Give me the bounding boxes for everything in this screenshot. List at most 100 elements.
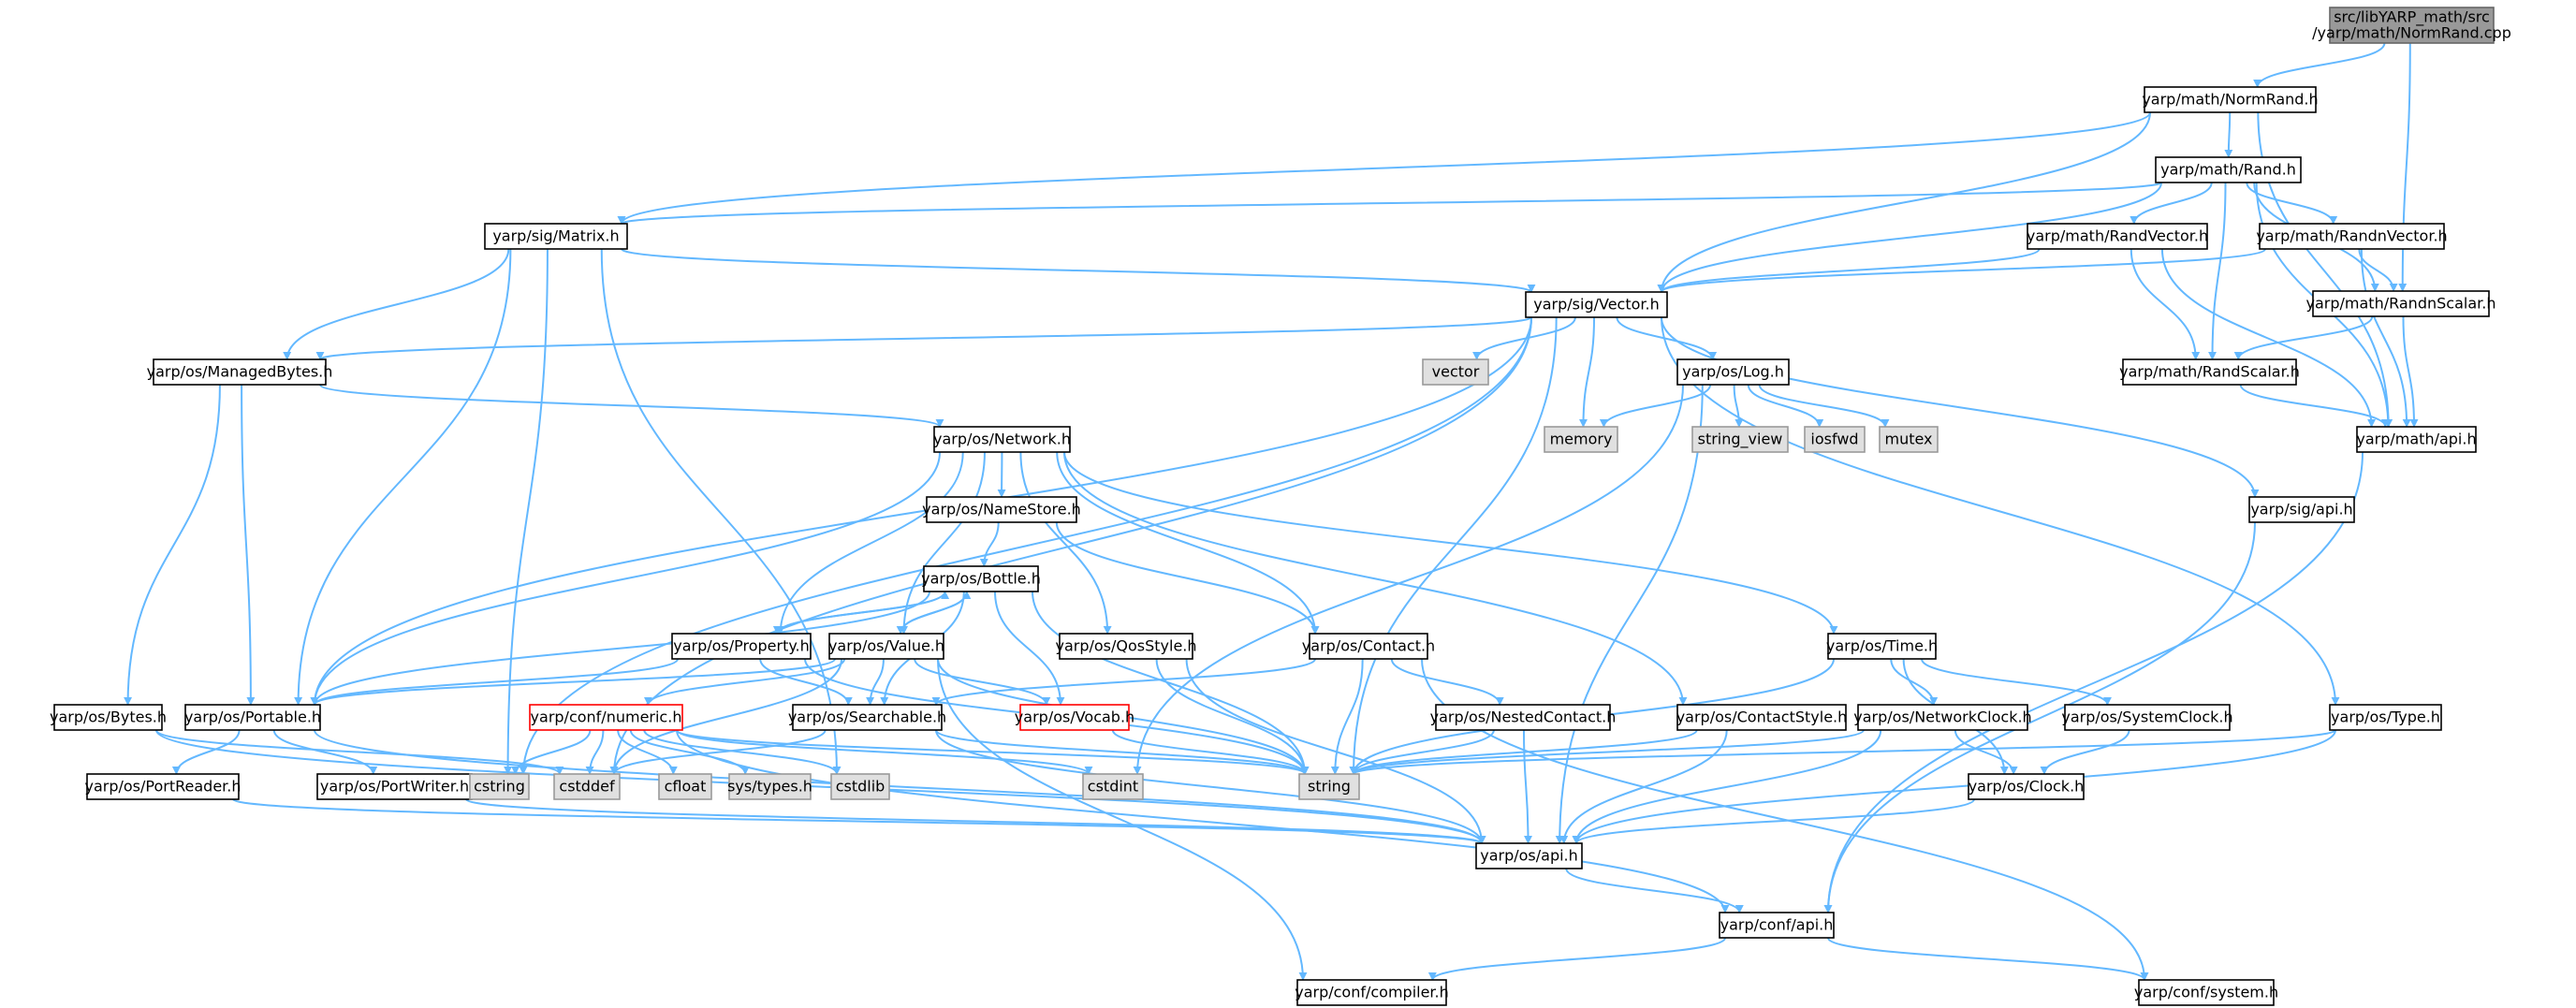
- edge-rand_h-to-randnvector_h: [2246, 182, 2338, 225]
- node-memory: memory: [1544, 426, 1618, 453]
- edge-vector_h-to-string: [1349, 316, 1558, 775]
- edge-property_h-to-bottle_h: [776, 591, 950, 635]
- node-sig_api_h[interactable]: yarp/sig/api.h: [2248, 496, 2355, 523]
- edge-networkclock_h-to-os_api_h: [1572, 729, 1882, 844]
- node-vector_h[interactable]: yarp/sig/Vector.h: [1525, 291, 1668, 318]
- edge-vector_h-to-sig_api_h: [1661, 316, 2260, 498]
- node-matrix_h[interactable]: yarp/sig/Matrix.h: [484, 223, 628, 250]
- edge-vector_h-to-portable_h: [310, 316, 1532, 706]
- node-label: yarp/sig/api.h: [2250, 501, 2352, 519]
- node-contact_h[interactable]: yarp/os/Contact.h: [1302, 633, 1435, 660]
- edge-matrix_h-to-cstring: [504, 248, 549, 775]
- node-value_h[interactable]: yarp/os/Value.h: [828, 633, 944, 660]
- edge-vocab_h-to-string: [1111, 729, 1310, 775]
- node-label: src/libYARP_math/src/yarp/math/NormRand.…: [2312, 8, 2511, 42]
- node-label: yarp/conf/compiler.h: [1295, 984, 1449, 1001]
- node-contactstyle_h[interactable]: yarp/os/ContactStyle.h: [1676, 704, 1848, 731]
- edge-networkclock_h-to-clock_h: [1954, 729, 2018, 775]
- node-label: yarp/os/NestedContact.h: [1430, 709, 1617, 726]
- node-math_api_h[interactable]: yarp/math/api.h: [2356, 426, 2477, 453]
- node-box: [1296, 979, 1447, 1006]
- edge-nestedcontact_h-to-string: [1349, 729, 1495, 775]
- edge-value_h-to-searchable_h: [866, 658, 885, 706]
- node-qosstyle_h[interactable]: yarp/os/QosStyle.h: [1055, 633, 1197, 660]
- node-property_h[interactable]: yarp/os/Property.h: [671, 633, 812, 660]
- node-label: yarp/os/SystemClock.h: [2061, 709, 2232, 726]
- node-mutex: mutex: [1879, 426, 1939, 453]
- edge-randvector_h-to-vector_h: [1657, 248, 2041, 293]
- edge-portable_h-to-os_api_h: [314, 729, 1486, 844]
- node-managedbytes_h[interactable]: yarp/os/ManagedBytes.h: [147, 358, 333, 386]
- node-box: [830, 773, 890, 800]
- node-conf_api_h[interactable]: yarp/conf/api.h: [1719, 912, 1835, 939]
- edge-managedbytes_h-to-portable_h: [241, 384, 256, 706]
- node-box: [1968, 773, 2085, 800]
- node-network_h[interactable]: yarp/os/Network.h: [933, 426, 1071, 453]
- node-box: [1804, 426, 1866, 453]
- node-label: yarp/os/api.h: [1480, 847, 1578, 865]
- node-time_h[interactable]: yarp/os/Time.h: [1826, 633, 1938, 660]
- node-portreader_h[interactable]: yarp/os/PortReader.h: [84, 773, 242, 800]
- node-randscalar_h[interactable]: yarp/math/RandScalar.h: [2119, 358, 2300, 386]
- node-box: [2312, 290, 2490, 317]
- node-nestedcontact_h[interactable]: yarp/os/NestedContact.h: [1430, 704, 1617, 731]
- edge-matrix_h-to-cstdlib: [600, 248, 842, 775]
- edge-portable_h-to-portreader_h: [171, 729, 241, 775]
- edge-os_api_h-to-conf_api_h: [1565, 868, 1744, 913]
- node-label: cstddef: [559, 778, 615, 796]
- node-networkclock_h[interactable]: yarp/os/NetworkClock.h: [1853, 704, 2032, 731]
- node-randnscalar_h[interactable]: yarp/math/RandnScalar.h: [2306, 290, 2496, 317]
- edge-root-to-normrand_h: [2253, 42, 2386, 88]
- node-root[interactable]: src/libYARP_math/src/yarp/math/NormRand.…: [2312, 7, 2511, 44]
- node-box: [1059, 633, 1193, 660]
- node-bottle_h[interactable]: yarp/os/Bottle.h: [921, 565, 1041, 592]
- node-box: [2064, 704, 2231, 731]
- edge-numeric_h-to-cstdint: [676, 729, 1093, 775]
- node-randnvector_h[interactable]: yarp/math/RandnVector.h: [2256, 223, 2448, 250]
- node-box: [728, 773, 812, 800]
- edge-contactstyle_h-to-string: [1349, 729, 1698, 775]
- node-label: yarp/os/Value.h: [828, 637, 944, 655]
- node-normrand_h[interactable]: yarp/math/NormRand.h: [2142, 86, 2319, 113]
- node-label: yarp/os/PortWriter.h: [320, 778, 469, 796]
- edge-rand_h-to-matrix_h: [618, 182, 2162, 225]
- node-box: [671, 633, 812, 660]
- edge-vector_h-to-memory: [1578, 316, 1596, 428]
- node-rand_h[interactable]: yarp/math/Rand.h: [2155, 156, 2302, 183]
- node-box: [933, 426, 1071, 453]
- edge-time_h-to-systemclock_h: [1921, 658, 2112, 706]
- node-label: yarp/math/RandnScalar.h: [2306, 295, 2496, 313]
- node-portable_h[interactable]: yarp/os/Portable.h: [184, 704, 321, 731]
- node-clock_h[interactable]: yarp/os/Clock.h: [1968, 773, 2085, 800]
- node-string: string: [1298, 773, 1360, 800]
- edge-normrand_h-to-rand_h: [2224, 111, 2233, 158]
- node-label: yarp/os/ManagedBytes.h: [147, 363, 333, 381]
- node-label: yarp/conf/system.h: [2134, 984, 2278, 1001]
- node-box: [2356, 426, 2477, 453]
- edge-network_h-to-time_h: [1063, 451, 1838, 635]
- node-vocab_h[interactable]: yarp/os/Vocab.h: [1015, 704, 1134, 731]
- node-box: [1827, 633, 1937, 660]
- edge-contactstyle_h-to-os_api_h: [1559, 729, 1728, 844]
- node-label: yarp/math/NormRand.h: [2142, 91, 2318, 109]
- edge-searchable_h-to-os_api_h: [935, 729, 1486, 844]
- node-box: [926, 496, 1077, 523]
- node-system_h[interactable]: yarp/conf/system.h: [2134, 979, 2278, 1006]
- node-type_h[interactable]: yarp/os/Type.h: [2329, 704, 2442, 731]
- node-label: yarp/math/RandScalar.h: [2119, 363, 2300, 381]
- node-box: [2155, 156, 2302, 183]
- node-randvector_h[interactable]: yarp/math/RandVector.h: [2027, 223, 2208, 250]
- node-numeric_h[interactable]: yarp/conf/numeric.h: [529, 704, 683, 731]
- edge-value_h-to-compiler_h: [937, 658, 1308, 981]
- node-label: cstdlib: [836, 778, 886, 796]
- edge-contact_h-to-nestedcontact_h: [1390, 658, 1504, 706]
- node-log_h[interactable]: yarp/os/Log.h: [1676, 358, 1790, 386]
- node-compiler_h[interactable]: yarp/conf/compiler.h: [1295, 979, 1449, 1006]
- node-systemclock_h[interactable]: yarp/os/SystemClock.h: [2061, 704, 2233, 731]
- node-searchable_h[interactable]: yarp/os/Searchable.h: [788, 704, 946, 731]
- node-namestore_h[interactable]: yarp/os/NameStore.h: [922, 496, 1081, 523]
- node-portwriter_h[interactable]: yarp/os/PortWriter.h: [316, 773, 473, 800]
- edge-randnscalar_h-to-math_api_h: [2402, 315, 2419, 428]
- node-bytes_h[interactable]: yarp/os/Bytes.h: [50, 704, 167, 731]
- node-os_api_h[interactable]: yarp/os/api.h: [1475, 842, 1583, 869]
